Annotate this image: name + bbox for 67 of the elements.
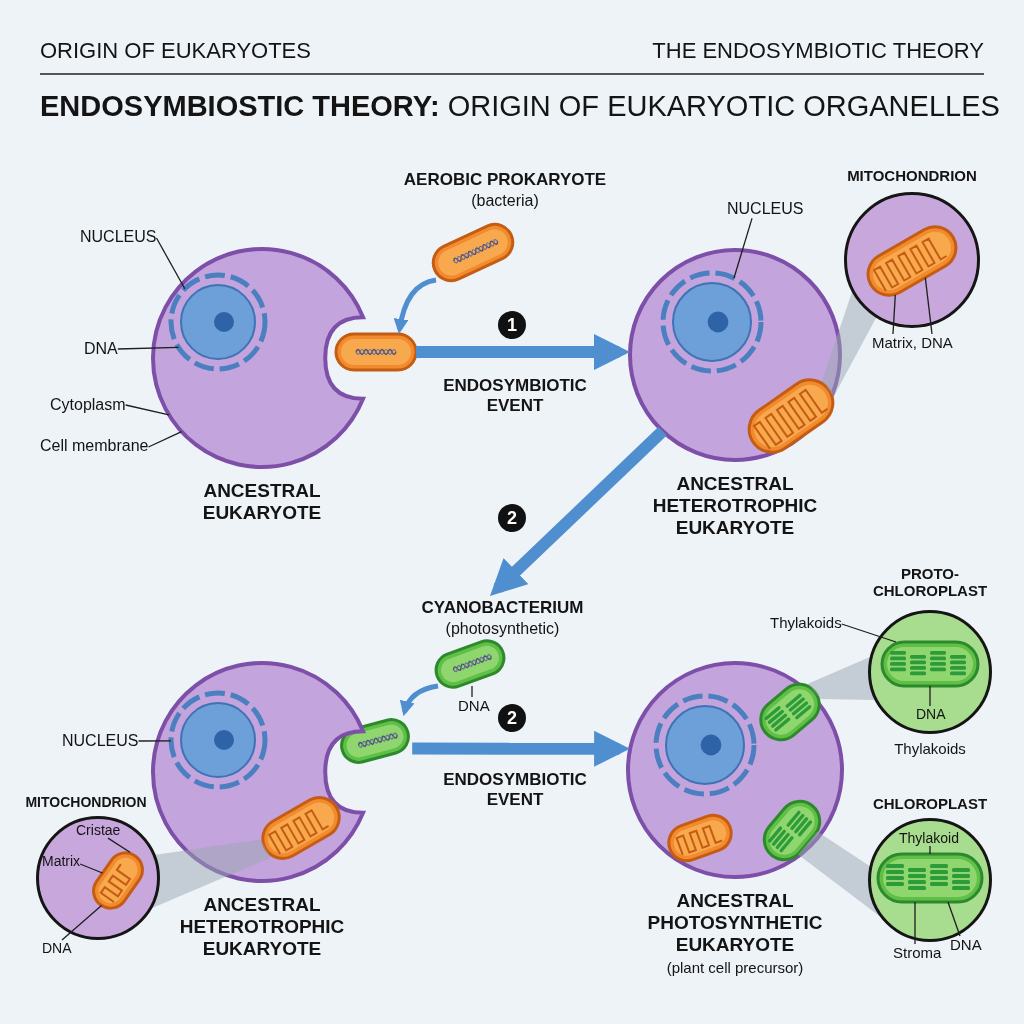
cell-title: ANCESTRAL PHOTOSYNTHETIC EUKARYOTE	[646, 890, 824, 956]
part-label: Cell membrane	[40, 437, 149, 456]
arrow	[412, 730, 631, 767]
arrow	[393, 277, 437, 334]
leader-line	[147, 430, 183, 448]
step-badge: 1	[498, 311, 526, 339]
arrow	[400, 683, 439, 717]
arrow	[490, 426, 667, 596]
part-label: Matrix, DNA	[872, 334, 953, 352]
part-label: DNA	[916, 706, 946, 723]
leader-line	[471, 685, 473, 698]
organelle-heading: CHLOROPLAST	[871, 795, 989, 813]
leader-line	[117, 346, 180, 350]
step-badge: 2	[498, 704, 526, 732]
magnification-cone	[152, 839, 271, 909]
magnification-cone	[798, 831, 880, 917]
cell-subtitle: (plant cell precursor)	[665, 959, 805, 977]
part-label: Thylakoid	[899, 830, 959, 847]
step-badge: 2	[498, 504, 526, 532]
bacterium-drawing	[335, 333, 417, 371]
leader-line	[137, 740, 172, 742]
part-label: Matrix	[42, 853, 81, 870]
cell-title: ANCESTRAL EUKARYOTE	[201, 480, 323, 524]
part-label: Thylakoids	[893, 740, 967, 758]
leader-line	[79, 863, 104, 874]
organelle-heading: MITOCHONDRION	[24, 794, 148, 811]
arrow	[416, 334, 630, 371]
chloroplast-drawing	[880, 640, 980, 688]
header-label: THE ENDOSYMBIOTIC THEORY	[652, 38, 984, 64]
organism-subtitle: (photosynthetic)	[444, 620, 561, 639]
organelle-heading: PROTO- CHLOROPLAST	[871, 565, 989, 600]
organelle-heading: MITOCHONDRION	[846, 167, 978, 185]
nucleus-drawing	[653, 693, 757, 797]
nucleus-drawing	[660, 270, 764, 374]
organism-heading: CYANOBACTERIUM	[420, 598, 585, 618]
leader-line	[947, 901, 961, 937]
part-label: DNA	[84, 340, 118, 359]
part-label: Stroma	[893, 944, 942, 962]
leader-line	[841, 623, 897, 643]
chloroplast-drawing	[876, 852, 984, 904]
leader-line	[929, 685, 931, 707]
magnification-cone	[808, 657, 875, 701]
part-label: DNA	[950, 936, 982, 954]
leader-line	[155, 237, 186, 290]
part-label: NUCLEUS	[80, 228, 157, 247]
part-label: DNA	[458, 697, 490, 715]
magnification-cone	[822, 292, 877, 397]
part-label: Cristae	[76, 822, 121, 839]
part-label: Thylakoids	[770, 614, 842, 632]
title: ENDOSYMBIOSTIC THEORY: ORIGIN OF EUKARYOTIC ORGANELLES	[40, 90, 1000, 123]
leader-line	[107, 837, 131, 853]
nucleus-drawing	[168, 690, 268, 790]
part-label: Cytoplasm	[50, 396, 126, 415]
part-label: DNA	[42, 940, 72, 957]
part-label: NUCLEUS	[62, 732, 139, 751]
cell-title: ANCESTRAL HETEROTROPHIC EUKARYOTE	[178, 894, 346, 960]
header-label: ORIGIN OF EUKARYOTES	[40, 38, 311, 64]
leader-line	[733, 217, 753, 279]
cell-title: ANCESTRAL HETEROTROPHIC EUKARYOTE	[651, 473, 819, 539]
organism-subtitle: (bacteria)	[470, 192, 540, 211]
organism-heading: AEROBIC PROKARYOTE	[402, 170, 608, 190]
nucleus-drawing	[168, 272, 268, 372]
leader-line	[124, 404, 170, 416]
leader-line	[929, 845, 931, 855]
part-label: NUCLEUS	[727, 200, 804, 219]
edge-label: ENDOSYMBIOTIC EVENT	[442, 376, 588, 416]
edge-label: ENDOSYMBIOTIC EVENT	[442, 770, 588, 810]
